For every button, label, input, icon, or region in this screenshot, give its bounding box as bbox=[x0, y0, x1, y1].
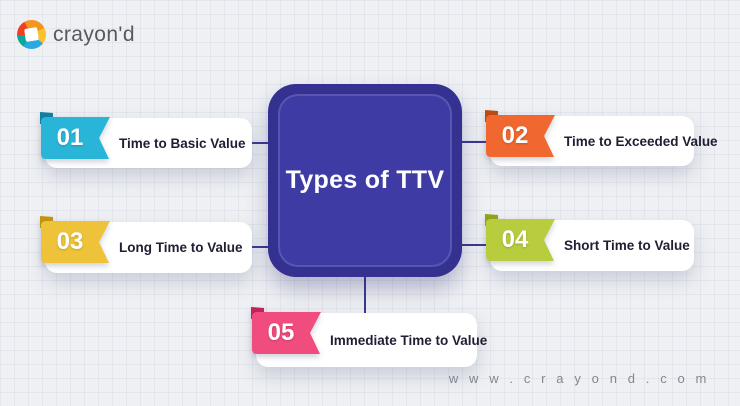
ribbon-badge-02: 02 bbox=[483, 110, 557, 160]
ribbon-number: 05 bbox=[267, 319, 295, 346]
connector-line-bottom-left bbox=[248, 246, 274, 248]
ribbon-badge-03: 03 bbox=[38, 216, 112, 266]
ribbon-number: 03 bbox=[56, 228, 84, 255]
ribbon-banner bbox=[486, 115, 555, 157]
ribbon-banner bbox=[486, 219, 555, 261]
card-label: Short Time to Value bbox=[564, 238, 690, 253]
ribbon-icon bbox=[485, 110, 555, 157]
ribbon-number: 04 bbox=[501, 226, 529, 253]
center-node-panel: Types of TTV bbox=[278, 94, 452, 267]
card-label: Time to Exceeded Value bbox=[564, 133, 718, 149]
card-label: Long Time to Value bbox=[119, 240, 243, 255]
ribbon-banner bbox=[41, 221, 110, 263]
card-label: Time to Basic Value bbox=[119, 135, 246, 151]
connector-line-top-right bbox=[458, 141, 494, 143]
ttv-card-03: 03 Long Time to Value bbox=[40, 216, 252, 273]
ttv-card-01: 01 Time to Basic Value bbox=[40, 112, 252, 168]
ribbon-number: 01 bbox=[56, 124, 84, 151]
connector-line-top-left bbox=[248, 142, 274, 144]
diagram-title: Types of TTV bbox=[285, 166, 445, 194]
ribbon-banner bbox=[252, 312, 321, 354]
ribbon-badge-04: 04 bbox=[483, 214, 557, 264]
ttv-card-05: 05 Immediate Time to Value bbox=[251, 307, 487, 367]
card-label: Immediate Time to Value bbox=[330, 332, 488, 348]
center-node: Types of TTV bbox=[268, 84, 462, 277]
ribbon-icon bbox=[485, 214, 555, 261]
ribbon-banner bbox=[41, 117, 110, 159]
ribbon-badge-05: 05 bbox=[249, 307, 323, 357]
ribbon-badge-01: 01 bbox=[38, 112, 112, 162]
ttv-card-04: 04 Short Time to Value bbox=[485, 214, 694, 271]
ribbon-number: 02 bbox=[501, 122, 529, 149]
connector-line-bottom-right bbox=[458, 244, 494, 246]
crayond-logo-square-icon bbox=[24, 27, 39, 42]
crayond-logo-text: crayon'd bbox=[53, 22, 135, 46]
ttv-card-02: 02 Time to Exceeded Value bbox=[485, 110, 718, 166]
ribbon-icon bbox=[40, 216, 110, 263]
website-url: w w w . c r a y o n d . c o m bbox=[448, 371, 710, 386]
connector-line-bottom-center bbox=[364, 272, 366, 318]
ribbon-icon bbox=[40, 112, 110, 159]
crayond-logo: crayon'd bbox=[17, 20, 135, 49]
ribbon-icon bbox=[251, 307, 321, 354]
crayond-logo-icon bbox=[17, 20, 46, 49]
